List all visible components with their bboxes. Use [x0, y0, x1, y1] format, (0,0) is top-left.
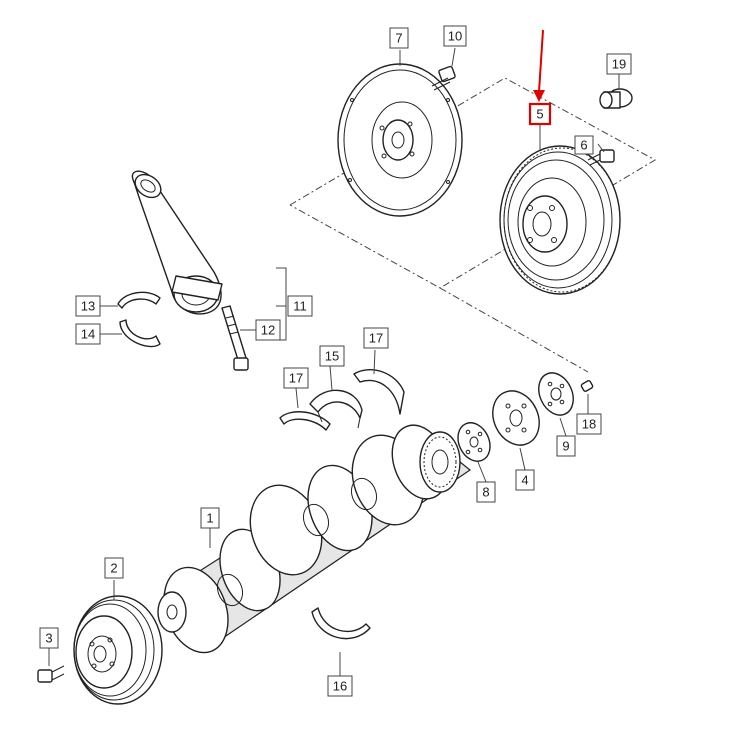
callout-label: 7: [395, 31, 402, 46]
pulley-bolt[interactable]: [37, 665, 65, 683]
pilot-bushing[interactable]: [599, 88, 633, 109]
leader-lines: [48, 47, 620, 676]
callout-5[interactable]: 5: [528, 102, 552, 126]
callout-label: 18: [582, 417, 596, 432]
main-bearing-shell-right[interactable]: [353, 369, 405, 415]
dowel-pin[interactable]: [580, 380, 594, 392]
callout-11[interactable]: 11: [287, 295, 313, 317]
callout-12[interactable]: 12: [255, 319, 281, 341]
callout-17-right[interactable]: 17: [363, 327, 389, 349]
callout-label: 5: [536, 107, 543, 122]
callout-17-left[interactable]: 17: [283, 367, 309, 389]
callout-8[interactable]: 8: [476, 481, 496, 503]
callout-18[interactable]: 18: [576, 413, 602, 435]
callout-9[interactable]: 9: [556, 435, 576, 457]
callout-label: 17: [289, 371, 303, 386]
spacer-plate-small[interactable]: [452, 418, 496, 467]
callout-19[interactable]: 19: [606, 53, 632, 75]
highlight-arrow: [533, 29, 545, 102]
callout-3[interactable]: 3: [39, 627, 59, 649]
rod-bearing-lower[interactable]: [119, 319, 161, 348]
callout-1[interactable]: 1: [200, 507, 220, 529]
connecting-rod-bolt[interactable]: [221, 305, 249, 371]
crankshaft-pulley[interactable]: [73, 595, 163, 705]
callout-label: 2: [110, 561, 117, 576]
callout-label: 17: [369, 331, 383, 346]
dual-mass-flywheel-bolt[interactable]: [587, 149, 615, 166]
callout-label: 11: [293, 299, 307, 314]
callout-14[interactable]: 14: [75, 323, 101, 345]
callout-label: 15: [325, 349, 339, 364]
callout-label: 1: [206, 511, 213, 526]
callout-7[interactable]: 7: [389, 27, 409, 49]
callout-label: 19: [612, 57, 626, 72]
callout-label: 16: [333, 679, 347, 694]
callout-label: 4: [521, 473, 528, 488]
flywheel-plate[interactable]: [337, 63, 463, 217]
callout-15[interactable]: 15: [319, 345, 345, 367]
drive-plate[interactable]: [532, 367, 580, 420]
spacer-plate-large[interactable]: [484, 383, 548, 452]
flywheel-bolt[interactable]: [431, 65, 456, 91]
callout-2[interactable]: 2: [104, 557, 124, 579]
callout-4[interactable]: 4: [515, 469, 535, 491]
connecting-rod[interactable]: [131, 170, 223, 315]
callout-10[interactable]: 10: [443, 25, 467, 47]
callout-label: 3: [45, 631, 52, 646]
main-bearing-shell-left[interactable]: [279, 411, 331, 431]
callout-label: 13: [81, 299, 95, 314]
rod-bearing-upper[interactable]: [117, 291, 161, 309]
dual-mass-flywheel[interactable]: [499, 145, 621, 295]
callout-label: 14: [81, 327, 95, 342]
crankshaft-timing-gear[interactable]: [419, 431, 461, 493]
callout-label: 6: [580, 138, 587, 153]
callout-16[interactable]: 16: [327, 675, 353, 697]
callout-label: 8: [482, 485, 489, 500]
crankshaft[interactable]: [153, 417, 472, 661]
main-bearing-shell-bottom[interactable]: [311, 607, 371, 640]
callout-label: 9: [562, 439, 569, 454]
callout-13[interactable]: 13: [75, 295, 101, 317]
main-bearing-shell-center[interactable]: [309, 389, 363, 429]
callout-label: 12: [261, 323, 275, 338]
callout-6[interactable]: 6: [574, 135, 594, 155]
callout-label: 10: [448, 29, 462, 44]
